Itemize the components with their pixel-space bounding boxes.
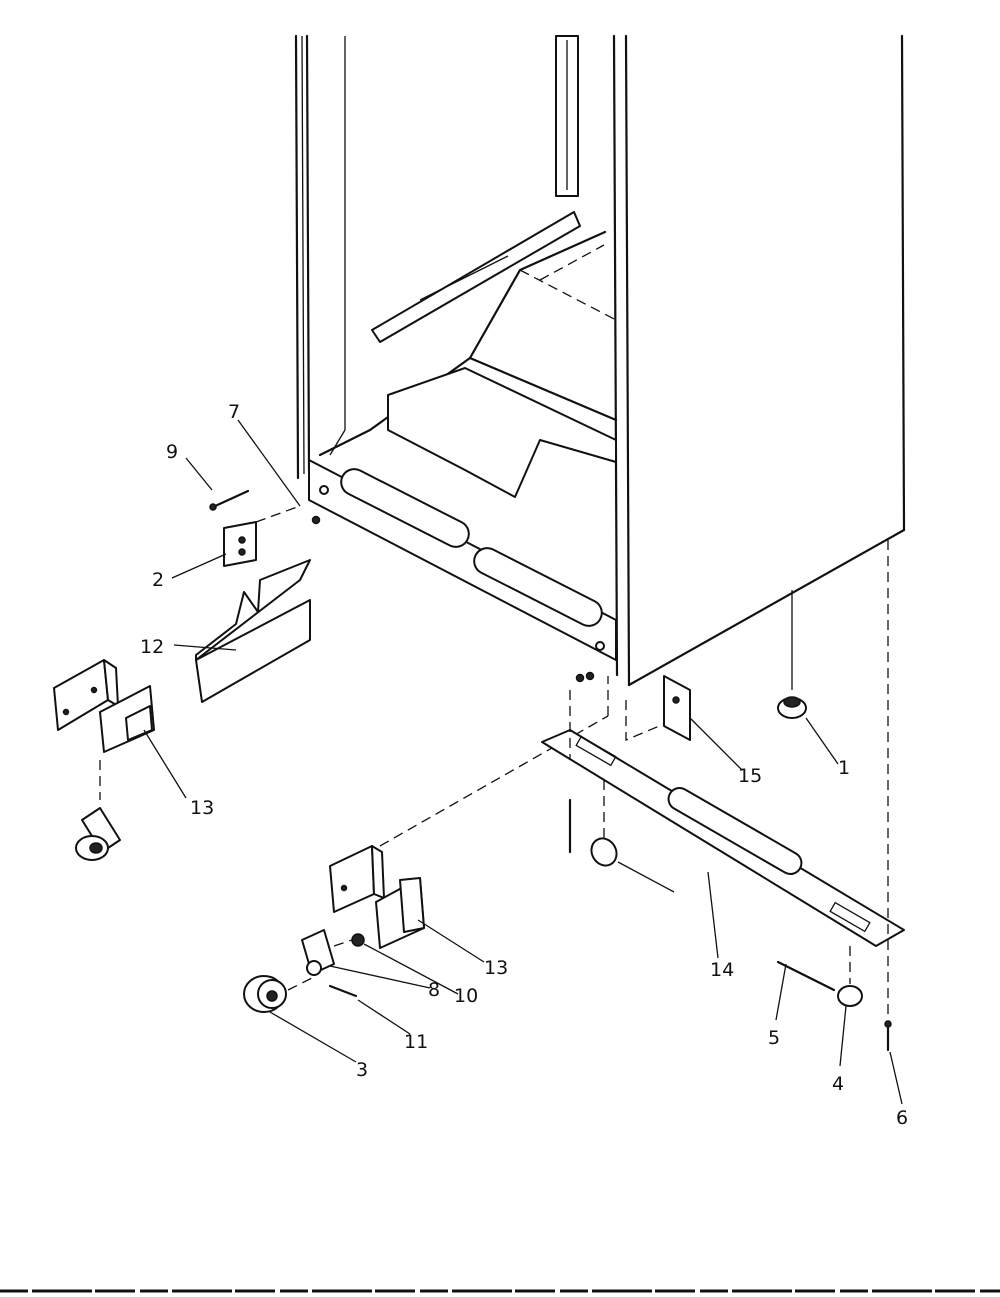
leader-lines xyxy=(143,419,903,1105)
callout-8: 8 xyxy=(428,979,440,1001)
cross-rail xyxy=(371,211,581,343)
frame-slot-right xyxy=(473,547,603,627)
callout-6: 6 xyxy=(896,1107,908,1129)
callout-labels: 7 9 2 12 13 13 10 8 11 3 14 15 1 5 4 6 xyxy=(140,401,908,1129)
part-1-leveling-foot xyxy=(777,590,807,719)
part-12-insulation xyxy=(195,559,311,703)
callout-9: 9 xyxy=(166,441,178,463)
part-13-left-bracket xyxy=(53,659,155,861)
callout-13a: 13 xyxy=(190,797,214,819)
callout-4: 4 xyxy=(832,1073,844,1095)
frame-slot-left xyxy=(340,468,470,548)
part-13-center-bracket xyxy=(329,676,609,949)
callout-10: 10 xyxy=(454,985,478,1007)
callout-15: 15 xyxy=(738,765,762,787)
callout-11: 11 xyxy=(404,1031,428,1053)
callout-2: 2 xyxy=(152,569,164,591)
floor-recess xyxy=(387,367,617,498)
callout-14: 14 xyxy=(710,959,734,981)
part-2-bracket xyxy=(223,505,301,567)
part-14-base-rail xyxy=(541,690,905,947)
callout-7: 7 xyxy=(228,401,240,423)
part-6-screw xyxy=(884,540,892,1052)
caster-assembly xyxy=(243,929,365,1013)
callout-1: 1 xyxy=(838,757,850,779)
refrigerator-cabinet xyxy=(294,34,906,687)
part-9-screw xyxy=(209,489,250,511)
part-4-5-leveling-leg xyxy=(776,946,863,1007)
part-15-plate xyxy=(625,675,691,741)
callout-13b: 13 xyxy=(484,957,508,979)
callout-12: 12 xyxy=(140,636,164,658)
callout-3: 3 xyxy=(356,1059,368,1081)
callout-5: 5 xyxy=(768,1027,780,1049)
